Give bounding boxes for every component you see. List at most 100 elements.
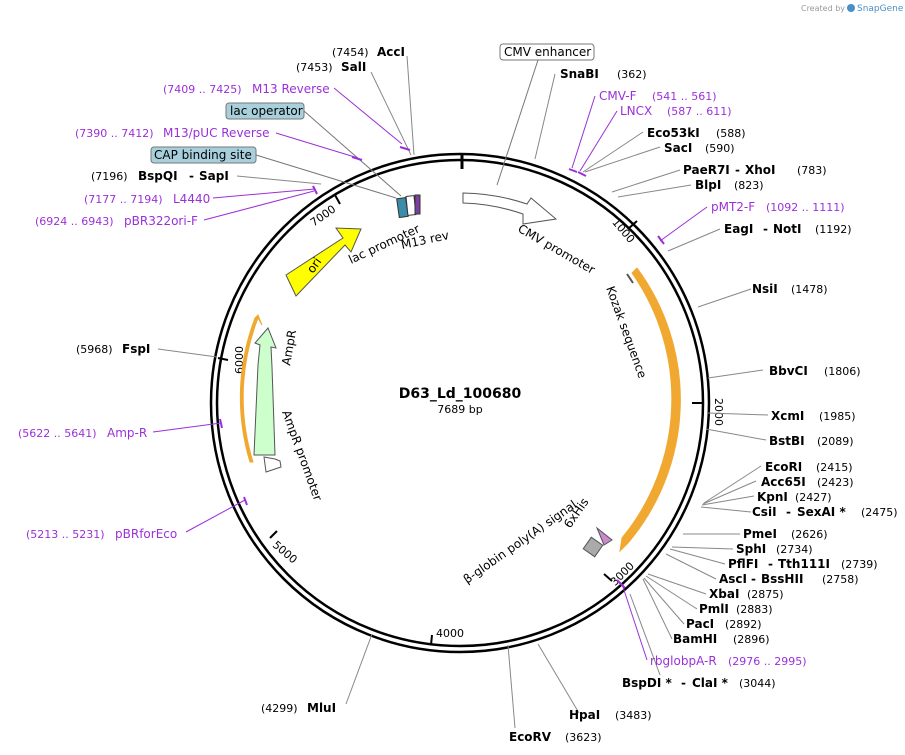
enzyme-name-nsii: NsiI [752, 282, 778, 296]
enzyme-name-ecorv: EcoRV [509, 730, 552, 744]
enzyme-pos-bspdi: (3044) [739, 677, 776, 690]
label-kozak: Kozak sequence [603, 284, 649, 380]
enzyme-name-eagi: EagI [724, 222, 753, 236]
enzyme-name2-paer7i: XhoI [745, 163, 776, 177]
lac-operator-leader [303, 110, 402, 197]
enzyme-pos-eco53ki: (588) [716, 127, 746, 140]
enzyme-sep-csii: - [786, 505, 791, 519]
enzyme-pos-nsii: (1478) [791, 283, 828, 296]
enzyme-name-eco53ki: Eco53kI [647, 126, 700, 140]
enzyme-name2-pflfi: Tth111I [778, 557, 830, 571]
enzyme-pos-acci: (7454) [332, 46, 369, 59]
orf-orange-arc-left [239, 314, 263, 463]
cmv-promoter-arrow [462, 192, 558, 225]
enzyme-name-bstbi: BstBI [769, 434, 805, 448]
enzyme-sep-eagi: - [763, 222, 768, 236]
enzyme-pos-sphi: (2734) [776, 543, 813, 556]
enzyme-pos-ecorv: (3623) [565, 731, 602, 744]
ampr-arrow [253, 327, 277, 456]
polya-signal-box [582, 536, 604, 558]
primer-name-pbrforeco: pBRforEco [115, 527, 177, 541]
primer-pos-pmt2f: (1092 .. 1111) [766, 201, 845, 214]
credit-text: Created by [801, 4, 845, 13]
enzyme-pos-blpi: (823) [734, 179, 764, 192]
enzyme-name-bamhi: BamHI [673, 632, 717, 646]
enzyme-name-kpni: KpnI [757, 490, 788, 504]
enzyme-name-bbvci: BbvCI [769, 364, 808, 378]
enzyme-pos-paer7i: (783) [797, 164, 827, 177]
enzyme-pos-pmei: (2626) [791, 528, 828, 541]
enzyme-name-bspdi: BspDI * [622, 676, 672, 690]
primer-name-m13puc: M13/pUC Reverse [163, 126, 270, 140]
enzyme-name2-csii: SexAI * [797, 505, 846, 519]
m13-rev-box [414, 194, 421, 215]
enzyme-sep-bspqi: - [189, 169, 194, 183]
label-polya: β-globin poly(A) signal [461, 498, 580, 587]
enzyme-pos-acc65i: (2423) [817, 476, 854, 489]
lac-promoter-box [405, 195, 417, 216]
primer-name-cmvf: CMV-F [599, 89, 637, 103]
label-cmv-enhancer: CMV enhancer [504, 45, 591, 59]
enzyme-name-paer7i: PaeR7I [683, 163, 730, 177]
primer-name-pmt2f: pMT2-F [711, 200, 755, 214]
primer-label-group: (7409 .. 7425) M13 Reverse (7390 .. 7412… [18, 82, 845, 668]
enzyme-name-snabi: SnaBI [560, 67, 599, 81]
kozak-sequence-mark [626, 273, 634, 284]
primer-name-rbglobpa: rbglobpA-R [650, 654, 717, 668]
his-tag-mark [595, 526, 613, 546]
enzyme-sep-pflfi: - [768, 557, 773, 571]
tick-label-2000: 2000 [712, 398, 725, 426]
cmv-enhancer-leader [496, 59, 539, 186]
enzyme-name-csii: CsiI [752, 505, 777, 519]
enzyme-name-sphi: SphI [736, 542, 766, 556]
enzyme-name-acc65i: Acc65I [761, 475, 806, 489]
primer-pos-ampr: (5622 .. 5641) [18, 427, 97, 440]
enzyme-pos-sali: (7453) [296, 61, 333, 74]
enzyme-pos-xbai: (2875) [747, 588, 784, 601]
primer-pos-m13rev: (7409 .. 7425) [163, 83, 242, 96]
primer-site-marks [219, 146, 665, 589]
ampr-promoter-arrow [263, 456, 282, 473]
enzyme-sep-asci: - [751, 572, 756, 586]
enzyme-name-hpai: HpaI [569, 708, 600, 722]
primer-name-pbr322: pBR322ori-F [124, 214, 198, 228]
backbone-inner-ring [215, 158, 705, 648]
enzyme-pos-hpai: (3483) [615, 709, 652, 722]
enzyme-pos-mlui: (4299) [261, 702, 298, 715]
enzyme-name2-asci: BssHII [761, 572, 803, 586]
orf-orange-arc-right [619, 267, 681, 553]
primer-name-l4440: L4440 [173, 192, 210, 206]
enzyme-name-ecori: EcoRI [765, 460, 802, 474]
enzyme-pos-bbvci: (1806) [824, 365, 861, 378]
brand-text: SnapGene [857, 4, 904, 14]
enzyme-name-pflfi: PflFI [728, 557, 758, 571]
enzyme-name-xbai: XbaI [709, 587, 739, 601]
enzyme-sep-paer7i: - [735, 163, 740, 177]
label-ampr-promoter: AmpR promoter [279, 408, 325, 502]
primer-pos-pbrforeco: (5213 .. 5231) [26, 528, 105, 541]
enzyme-pos-fspi: (5968) [76, 343, 113, 356]
primer-name-ampr: Amp-R [107, 426, 147, 440]
backbone-outer-ring [209, 152, 711, 654]
label-cap-site: CAP binding site [154, 148, 252, 162]
enzyme-pos-paci: (2892) [725, 618, 762, 631]
cap-site-leader [255, 154, 397, 199]
enzyme-name-paci: PacI [686, 617, 714, 631]
primer-pos-lncx: (587 .. 611) [667, 105, 732, 118]
label-ampr: AmpR [279, 329, 299, 367]
primer-pos-rbglobpa: (2976 .. 2995) [728, 655, 807, 668]
enzyme-name-blpi: BlpI [695, 178, 721, 192]
enzyme-sep-bspdi: - [681, 676, 686, 690]
enzyme-pos-bspqi: (7196) [91, 170, 128, 183]
enzyme-name-saci: SacI [664, 141, 692, 155]
enzyme-pos-ecori: (2415) [816, 461, 853, 474]
enzyme-pos-bamhi: (2896) [733, 633, 770, 646]
primer-name-m13rev: M13 Reverse [252, 82, 330, 96]
tick-label-5000: 5000 [270, 538, 300, 566]
enzyme-name-xcmi: XcmI [771, 409, 804, 423]
enzyme-pos-pmli: (2883) [736, 603, 773, 616]
plasmid-name: D63_Ld_100680 [399, 386, 522, 402]
enzyme-name2-bspqi: SapI [199, 169, 229, 183]
cmv-enhancer-box [499, 43, 595, 61]
